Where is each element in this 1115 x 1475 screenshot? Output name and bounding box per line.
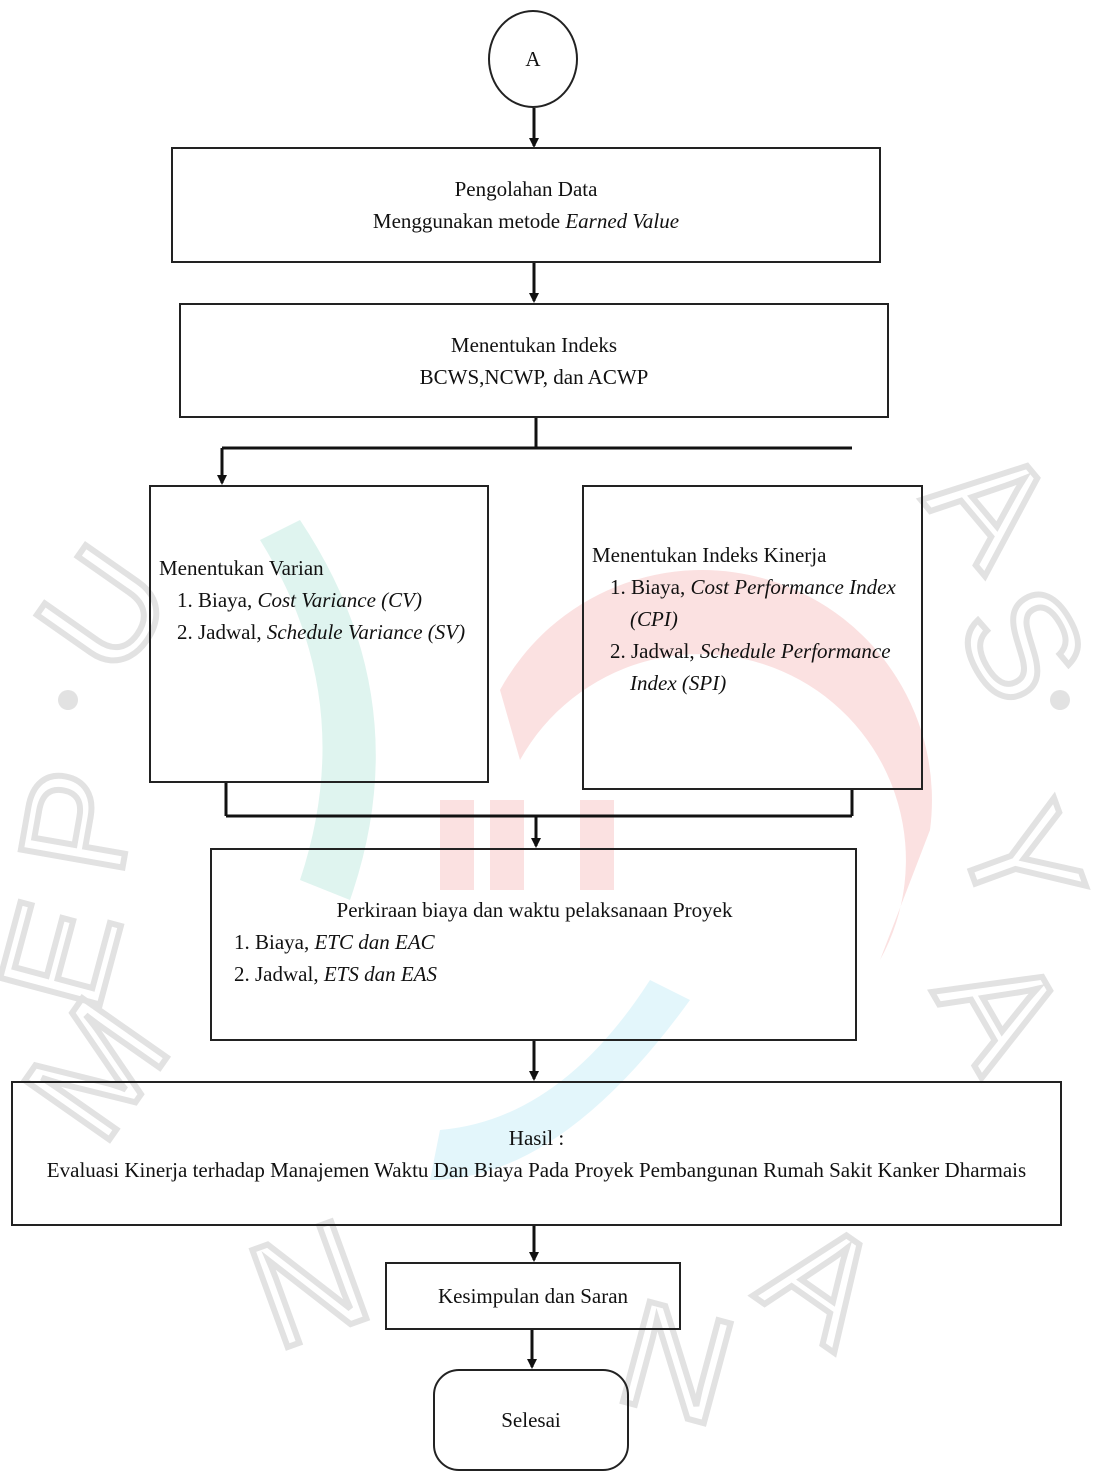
watermark-dot (1050, 690, 1070, 710)
pengolahan-data-title: Pengolahan Data (454, 177, 598, 201)
watermark-logo-red-arc (500, 570, 932, 960)
kesimpulan-label: Kesimpulan dan Saran (437, 1284, 629, 1308)
pengolahan-data-box: Pengolahan Data Menggunakan metode Earne… (171, 147, 881, 263)
menentukan-indeks-kinerja-title: Menentukan Indeks Kinerja (592, 543, 827, 567)
varian-item-cost: 1. Biaya, Cost Variance (CV) (177, 588, 422, 612)
watermark-dot (58, 690, 78, 710)
varian-list: 1. Biaya, Cost Variance (CV) 2. Jadwal, … (159, 584, 475, 648)
kinerja-item-cost: 1. Biaya, Cost Performance Index (CPI) (610, 575, 896, 631)
hasil-description: Evaluasi Kinerja terhadap Manajemen Wakt… (46, 1157, 1027, 1182)
watermark-logo-teal-arc (260, 520, 376, 900)
menentukan-varian-title: Menentukan Varian (159, 556, 324, 580)
watermark-logo-cyan-arc (430, 980, 690, 1180)
varian-item-schedule: 2. Jadwal, Schedule Variance (SV) (177, 620, 466, 644)
hasil-box: Hasil : Evaluasi Kinerja terhadap Manaje… (11, 1081, 1062, 1226)
selesai-label: Selesai (501, 1407, 561, 1432)
menentukan-varian-box: Menentukan Varian 1. Biaya, Cost Varianc… (149, 485, 489, 783)
perkiraan-title: Perkiraan biaya dan waktu pelaksanaan Pr… (336, 898, 733, 922)
hasil-title: Hasil : (508, 1125, 565, 1150)
start-connector-circle: A (488, 10, 578, 108)
perkiraan-item-schedule: 2. Jadwal, ETS dan EAS (234, 962, 437, 986)
menentukan-indeks-box: Menentukan Indeks BCWS,NCWP, dan ACWP (179, 303, 889, 418)
menentukan-indeks-title: Menentukan Indeks (450, 332, 618, 357)
menentukan-indeks-detail: BCWS,NCWP, dan ACWP (419, 364, 649, 389)
perkiraan-item-cost: 1. Biaya, ETC dan EAC (234, 930, 435, 954)
kesimpulan-box: Kesimpulan dan Saran (385, 1262, 681, 1330)
menentukan-indeks-kinerja-box: Menentukan Indeks Kinerja 1. Biaya, Cost… (582, 485, 923, 790)
start-connector-label: A (525, 46, 541, 71)
perkiraan-box: Perkiraan biaya dan waktu pelaksanaan Pr… (210, 848, 857, 1041)
kinerja-item-schedule: 2. Jadwal, Schedule Performance Index (S… (610, 639, 891, 695)
kinerja-list: 1. Biaya, Cost Performance Index (CPI) 2… (592, 571, 911, 699)
selesai-terminal: Selesai (433, 1369, 629, 1471)
pengolahan-data-method: Menggunakan metode Earned Value (372, 209, 680, 233)
